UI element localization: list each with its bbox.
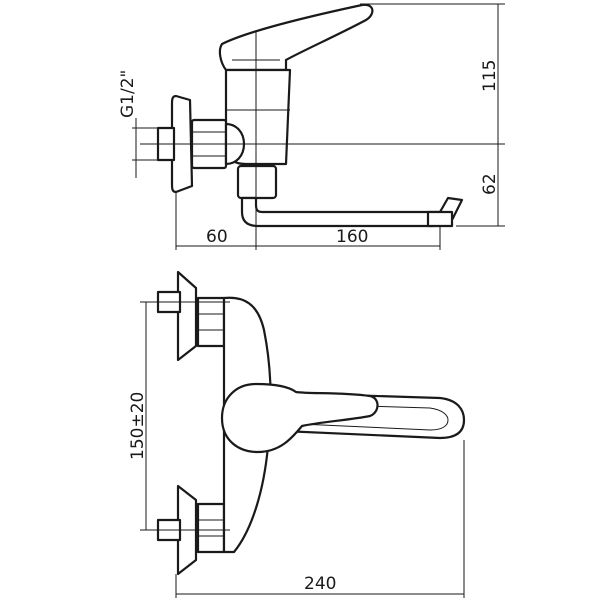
top-upper-flange bbox=[176, 270, 198, 362]
total-length-label: 240 bbox=[304, 574, 336, 594]
top-lower-nut bbox=[196, 502, 226, 554]
top-lever-handle bbox=[220, 382, 379, 454]
side-spout-nut bbox=[236, 164, 278, 200]
top-spout-inner bbox=[299, 403, 449, 431]
height-top-label: 115 bbox=[480, 60, 500, 92]
top-view: 150±20 240 bbox=[128, 270, 466, 598]
thread-label: G1/2" bbox=[118, 70, 138, 118]
center-distance-label: 150±20 bbox=[128, 392, 148, 460]
side-view: G1/2" 115 62 60 160 bbox=[118, 3, 505, 250]
side-aerator bbox=[426, 210, 454, 228]
offset-wall-label: 60 bbox=[206, 227, 228, 247]
spout-reach-label: 160 bbox=[336, 227, 368, 247]
top-upper-nut bbox=[196, 296, 226, 348]
height-bottom-label: 62 bbox=[480, 173, 500, 195]
side-lever-handle bbox=[218, 3, 374, 72]
